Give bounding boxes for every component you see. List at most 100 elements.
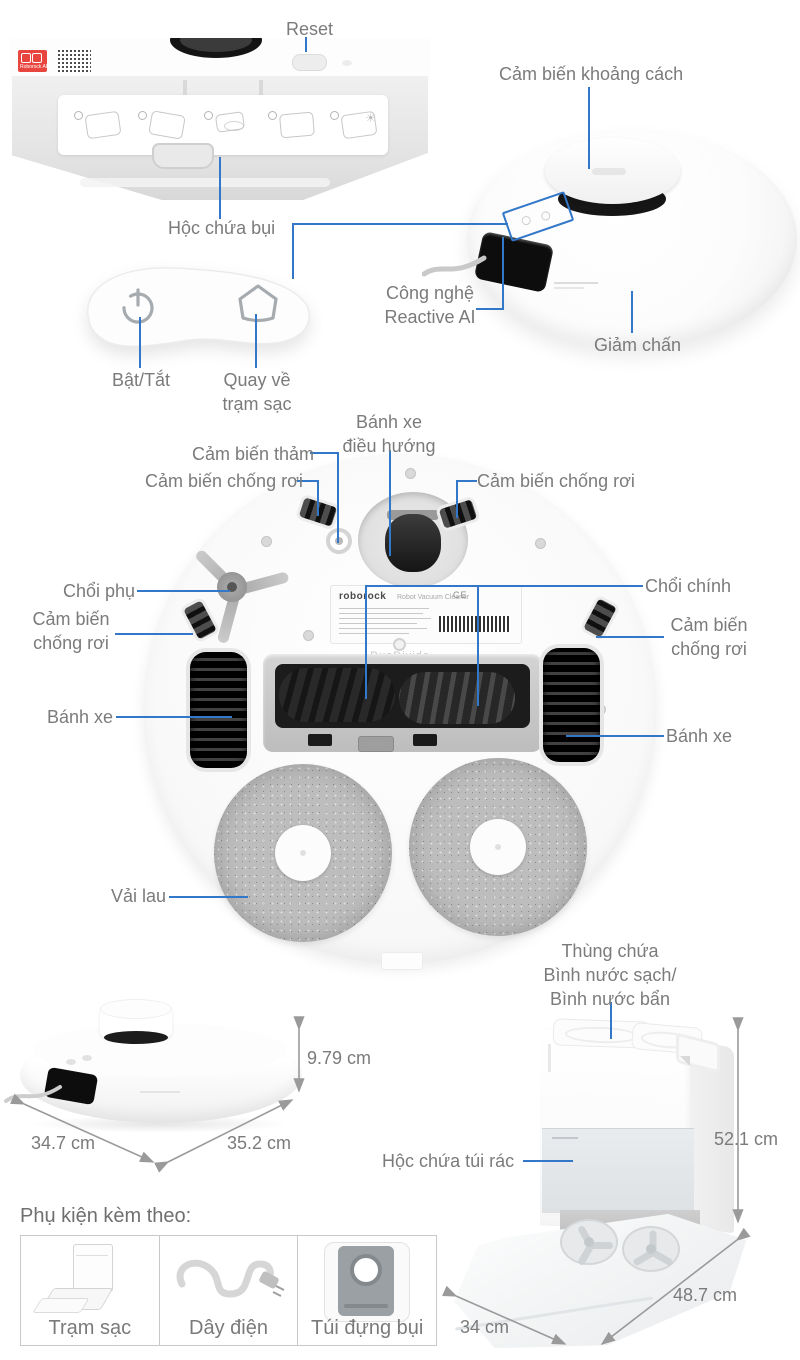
label-distance-sensor: Cảm biến khoảng cách — [499, 64, 684, 84]
app-label-text: Roborock APP — [20, 64, 47, 70]
robot-bottom-photo: roborock Robot Vacuum Cleaner CE DuoDivi… — [143, 452, 657, 970]
line-carpet-v — [337, 452, 339, 543]
line-wheel-left — [116, 716, 232, 718]
instruction-step — [74, 109, 126, 143]
label-text-line — [339, 623, 417, 624]
accessory-bag-cell: Túi đựng bụi — [297, 1236, 436, 1345]
dust-box-highlight — [80, 178, 330, 187]
line-reactive-ai-v — [502, 237, 504, 310]
label-side-brush: Chổi phụ — [63, 581, 136, 601]
barcode — [439, 616, 511, 632]
accessories-section: Phụ kiện kèm theo: Trạm sạc Dây điện — [20, 1205, 438, 1346]
brand-text: roborock — [339, 591, 387, 602]
label-dust-box: Hộc chứa bụi — [168, 218, 276, 238]
instruction-sticker: ☀ — [58, 95, 388, 155]
side-brand-mark — [140, 1091, 180, 1093]
line-bumper — [631, 291, 633, 333]
home-icon[interactable] — [238, 284, 278, 323]
main-brush-module — [263, 654, 542, 752]
accessory-label: Trạm sạc — [48, 1317, 132, 1339]
mop-pad-right — [409, 758, 587, 936]
dust-box-filter-arc — [170, 38, 262, 58]
side-lidar-cap — [100, 999, 172, 1019]
label-mop-cloth: Vải lau — [111, 886, 167, 906]
dim-dock-height: 52.1 cm — [714, 1129, 779, 1149]
dust-bag-door[interactable] — [542, 1128, 694, 1213]
left-wheel — [190, 652, 247, 768]
brush-latch[interactable] — [358, 736, 394, 752]
app-label: Roborock APP — [18, 50, 47, 72]
line-distance-sensor — [588, 87, 590, 169]
sun-icon: ☀ — [365, 111, 376, 125]
line-cliff-right — [596, 636, 664, 638]
label-return-dock: Quay về trạm sạc — [222, 370, 292, 414]
label-reset: Reset — [286, 19, 334, 39]
side-brush — [217, 572, 247, 602]
dust-box-clip — [183, 80, 263, 102]
line-caster — [389, 450, 391, 556]
label-caster-wheel: Bánh xe điều hướng — [342, 412, 436, 456]
rating-label: roborock Robot Vacuum Cleaner CE — [330, 585, 522, 644]
label-bumper: Giảm chấn — [594, 335, 682, 355]
label-text-line — [339, 628, 427, 629]
screw — [261, 536, 272, 547]
dim-robot-depth: 35.2 cm — [227, 1133, 292, 1153]
screw — [535, 538, 546, 549]
line-panel-connector-h — [292, 223, 508, 225]
accessory-dock-lid — [76, 1250, 108, 1256]
dust-bag-lip — [344, 1304, 389, 1308]
side-lidar-ring — [104, 1031, 168, 1044]
accessories-heading: Phụ kiện kèm theo: — [20, 1205, 192, 1227]
label-text-line — [339, 633, 409, 634]
label-main-brush: Chổi chính — [645, 576, 732, 596]
label-cliff-right: Cảm biến chống rơi — [670, 615, 748, 659]
line-panel-connector-v — [292, 223, 294, 279]
line-cliff-tr-h — [456, 480, 477, 482]
dimension-arrows — [10, 1016, 751, 1345]
dim-dock-width: 34 cm — [460, 1317, 510, 1337]
label-wheel-left: Bánh xe — [47, 707, 114, 727]
mic-dimple — [342, 60, 352, 66]
mop-pad-cap — [470, 819, 526, 875]
label-reactive-ai: Công nghệ Reactive AI — [384, 283, 476, 327]
dock-seam — [548, 1044, 551, 1072]
instruction-step — [268, 109, 320, 143]
instruction-step — [204, 109, 256, 143]
dust-box-latch[interactable] — [152, 143, 214, 169]
button-panel-shape — [87, 267, 311, 348]
line-cliff-left — [115, 633, 193, 635]
label-text-line — [339, 613, 423, 614]
label-cliff-left: Cảm biến chống rơi — [32, 609, 110, 653]
line-wheel-right — [566, 735, 664, 737]
label-wheel-right: Bánh xe — [666, 726, 733, 746]
screw — [303, 630, 314, 641]
reset-button[interactable] — [292, 54, 327, 71]
dock-handle-notch — [680, 1056, 690, 1066]
label-cliff-top-right: Cảm biến chống rơi — [477, 471, 635, 491]
accessories-table: Trạm sạc Dây điện Túi đựng bụi — [20, 1235, 437, 1346]
carpet-sensor — [326, 528, 352, 554]
power-icon[interactable] — [119, 288, 158, 328]
mop-pad-cap — [275, 825, 331, 881]
instruction-step — [138, 109, 190, 143]
line-main-brush-v1 — [365, 585, 367, 699]
line-cliff-tl-v — [317, 480, 319, 516]
accessory-label: Túi đựng bụi — [311, 1317, 424, 1339]
line-power-toggle — [139, 317, 141, 368]
line-reset — [305, 37, 307, 52]
reactive-tech-mark2 — [554, 287, 584, 289]
label-text-line — [339, 608, 429, 609]
screw-hole — [393, 638, 406, 651]
lidar-slot — [592, 168, 626, 175]
side-buttons — [66, 1059, 76, 1065]
screw — [405, 468, 416, 479]
line-main-brush-v2 — [477, 585, 479, 706]
reactive-tech-mark — [554, 282, 598, 284]
label-cliff-top-left: Cảm biến chống rơi — [145, 471, 303, 491]
line-dust-box — [219, 157, 221, 219]
dust-bag-hole — [350, 1254, 383, 1286]
ce-mark: CE — [453, 590, 468, 600]
dim-dock-depth: 48.7 cm — [673, 1285, 738, 1305]
robot-top-photo — [422, 112, 800, 352]
